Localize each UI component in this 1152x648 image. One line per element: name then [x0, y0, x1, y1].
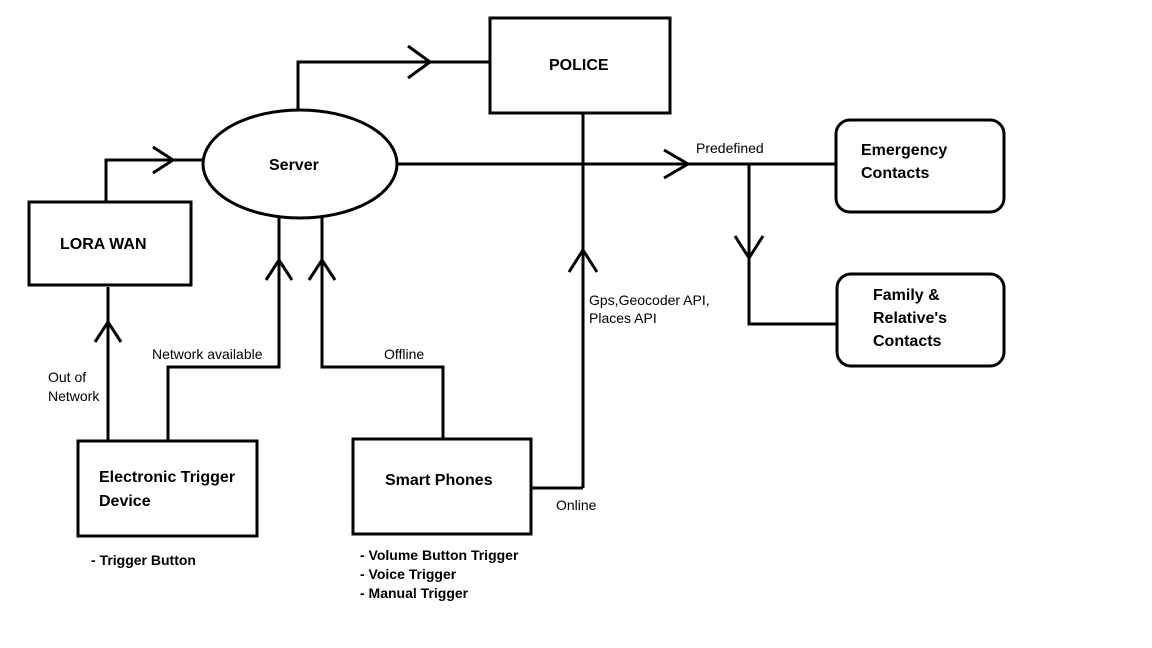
- label-api-line1: Gps,Geocoder API,: [589, 292, 710, 308]
- node-family-contacts: Family & Relative's Contacts: [835, 272, 1006, 368]
- trigger-feature: - Trigger Button: [91, 552, 196, 568]
- label-offline: Offline: [384, 346, 424, 362]
- phone-feature: - Voice Trigger: [360, 566, 457, 582]
- node-police: POLICE: [488, 16, 672, 115]
- phone-feature: - Manual Trigger: [360, 585, 469, 601]
- arrowhead-to-server-from-lora: [152, 145, 176, 175]
- family-label-line2: Relative's: [873, 310, 947, 327]
- arrowhead-to-family: [733, 235, 765, 261]
- emergency-label-line2: Contacts: [861, 165, 930, 182]
- trigger-label-line1: Electronic Trigger: [99, 469, 235, 486]
- edge-labels: Predefined Network available Offline Out…: [48, 140, 764, 513]
- notes: - Trigger Button - Volume Button Trigger…: [91, 547, 519, 601]
- trigger-label-line2: Device: [99, 493, 151, 510]
- label-predefined: Predefined: [696, 140, 764, 156]
- server-label: Server: [269, 157, 319, 174]
- smartphones-label: Smart Phones: [385, 472, 493, 489]
- arrowhead-to-police-up: [567, 247, 599, 273]
- label-online: Online: [556, 497, 597, 513]
- arrowhead-to-lora: [93, 319, 123, 343]
- node-lora-wan: LORA WAN: [27, 200, 193, 287]
- node-emergency-contacts: Emergency Contacts: [834, 118, 1006, 214]
- arrowhead-to-police: [407, 44, 433, 80]
- edge-trigger-server: [166, 218, 281, 440]
- edge-server-police: [296, 60, 490, 110]
- edge-phones-server: [320, 218, 445, 438]
- emergency-label-line1: Emergency: [861, 142, 947, 159]
- police-label: POLICE: [549, 57, 609, 74]
- edge-lora-server: [104, 158, 204, 202]
- node-smart-phones: Smart Phones: [351, 437, 533, 536]
- node-server: Server: [201, 108, 399, 220]
- arrowhead-to-server-offline: [307, 257, 337, 281]
- label-out-of: Out of: [48, 369, 86, 385]
- phone-feature: - Volume Button Trigger: [360, 547, 519, 563]
- label-network: Network: [48, 388, 100, 404]
- lora-wan-label: LORA WAN: [60, 236, 147, 253]
- label-network-available: Network available: [152, 346, 263, 362]
- family-label-line3: Contacts: [873, 333, 942, 350]
- connectors: [93, 44, 838, 490]
- edge-branch-family: [747, 164, 838, 326]
- arrowhead-to-server-network: [264, 257, 294, 281]
- family-label-line1: Family &: [873, 287, 940, 304]
- arrowhead-to-emergency: [663, 148, 691, 180]
- label-api-line2: Places API: [589, 310, 657, 326]
- node-electronic-trigger: Electronic Trigger Device: [76, 439, 259, 538]
